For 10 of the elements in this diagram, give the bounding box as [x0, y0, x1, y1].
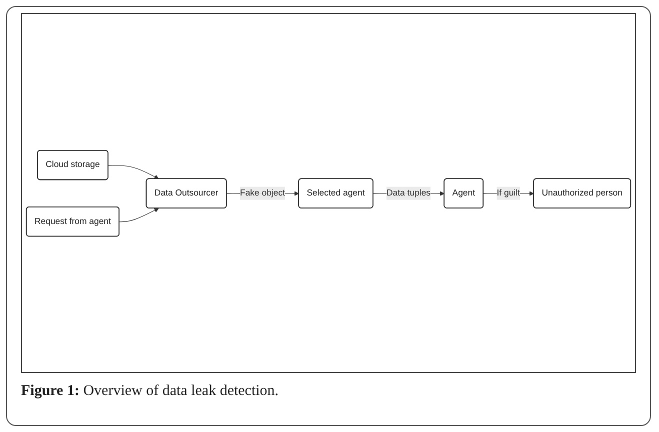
arrow	[108, 164, 159, 179]
process-box: Selected agent	[298, 178, 374, 208]
process-box: Cloud storage	[37, 150, 108, 180]
figure-caption: Figure 1: Overview of data leak detection.	[21, 383, 279, 400]
process-box: Unauthorized person	[533, 178, 632, 208]
flow-diagram: Fake object Data tuples If guilt Cloud storage Request from agent Data Outsourcer Selected agent Agent Unauthorized person	[22, 146, 635, 240]
process-box: Data Outsourcer	[146, 178, 227, 208]
arrow	[119, 208, 159, 222]
process-box: Agent	[444, 178, 484, 208]
process-box: Request from agent	[26, 206, 120, 236]
